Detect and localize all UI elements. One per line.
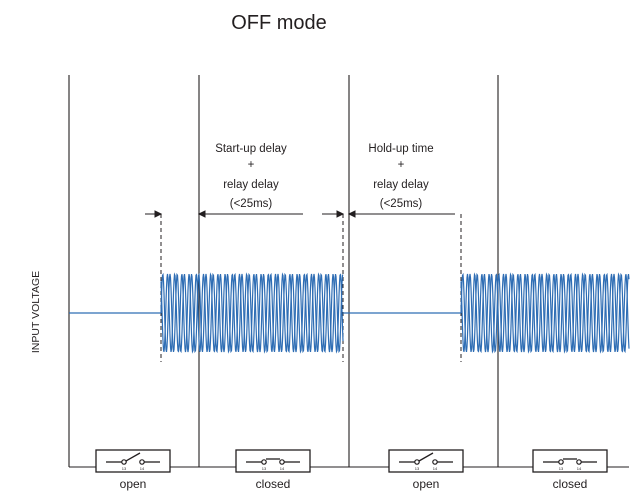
arrowhead [154,210,163,218]
annotation-line: + [248,159,255,171]
contact-number: 14 [433,466,438,471]
contact-number: 13 [415,466,420,471]
annotation-line: (<25ms) [380,198,423,210]
annotation-line: Hold-up time [368,143,433,155]
arrowhead [197,210,206,218]
arrowhead [347,210,356,218]
input-voltage-waveform [69,272,630,354]
annotation-line: Start-up delay [215,143,287,155]
relay-open-icon: 13 14 [95,449,171,473]
relay-state-label: closed [553,477,588,491]
contact-number: 14 [280,466,285,471]
relay-closed-icon: 13 14 [532,449,608,473]
arrowhead [336,210,345,218]
annotation-line: (<25ms) [230,198,273,210]
relay-state-label: closed [256,477,291,491]
relay-open-icon: 13 14 [388,449,464,473]
contact-number: 14 [577,466,582,471]
frame [68,75,629,468]
relay-state-label: open [120,477,147,491]
startup-delay-dimension [145,210,345,218]
annotation-line: relay delay [373,179,429,191]
voltage-burst [460,272,630,354]
diagram-title: OFF mode [231,12,327,34]
holdup-dimension [347,210,455,218]
relay-state-labels: open closed open closed [120,477,588,491]
voltage-burst [160,272,344,354]
relay-closed-icon: 13 14 [235,449,311,473]
contact-number: 13 [262,466,267,471]
relay-state-label: open [413,477,440,491]
holdup-annotation: Hold-up time + relay delay (<25ms) [368,143,433,210]
startup-annotation: Start-up delay + relay delay (<25ms) [215,143,287,210]
annotation-line: + [398,159,405,171]
y-axis-label: INPUT VOLTAGE [30,271,42,353]
contact-number: 13 [122,466,127,471]
contact-number: 14 [140,466,145,471]
contact-number: 13 [559,466,564,471]
annotation-line: relay delay [223,179,279,191]
voltage-burst [460,272,630,354]
